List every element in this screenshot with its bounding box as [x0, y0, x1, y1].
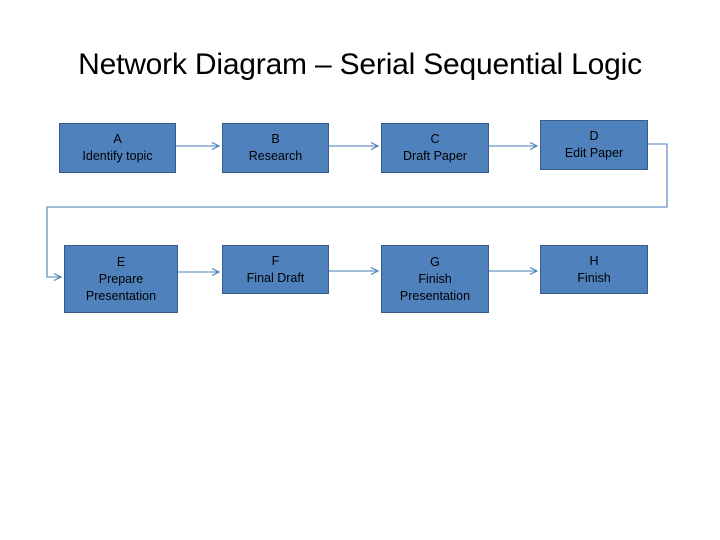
node-g-line-1: Finish: [418, 271, 452, 286]
node-e[interactable]: E Prepare Presentation: [64, 245, 178, 313]
node-g-line-2: Presentation: [399, 288, 471, 303]
page-title: Network Diagram – Serial Sequential Logi…: [78, 48, 642, 81]
node-c[interactable]: C Draft Paper: [381, 123, 489, 173]
node-a[interactable]: A Identify topic: [59, 123, 176, 173]
node-h-id: H: [589, 253, 599, 268]
node-b-line-1: Research: [248, 149, 303, 163]
node-c-id: C: [430, 132, 440, 146]
node-f[interactable]: F Final Draft: [222, 245, 329, 294]
node-e-id: E: [116, 254, 126, 269]
node-d[interactable]: D Edit Paper: [540, 120, 648, 170]
node-f-line-1: Final Draft: [246, 270, 305, 285]
node-b[interactable]: B Research: [222, 123, 329, 173]
node-e-line-1: Prepare: [98, 271, 144, 286]
node-a-line-1: Identify topic: [82, 149, 153, 163]
node-f-id: F: [271, 253, 280, 268]
node-h[interactable]: H Finish: [540, 245, 648, 294]
node-a-id: A: [113, 132, 122, 146]
node-h-line-1: Finish: [577, 270, 611, 285]
node-c-line-1: Draft Paper: [403, 149, 467, 163]
node-e-line-2: Presentation: [85, 288, 157, 303]
node-g-id: G: [430, 254, 440, 269]
node-d-line-1: Edit Paper: [564, 146, 624, 160]
node-d-id: D: [589, 129, 599, 143]
node-g[interactable]: G Finish Presentation: [381, 245, 489, 313]
node-b-id: B: [271, 132, 280, 146]
